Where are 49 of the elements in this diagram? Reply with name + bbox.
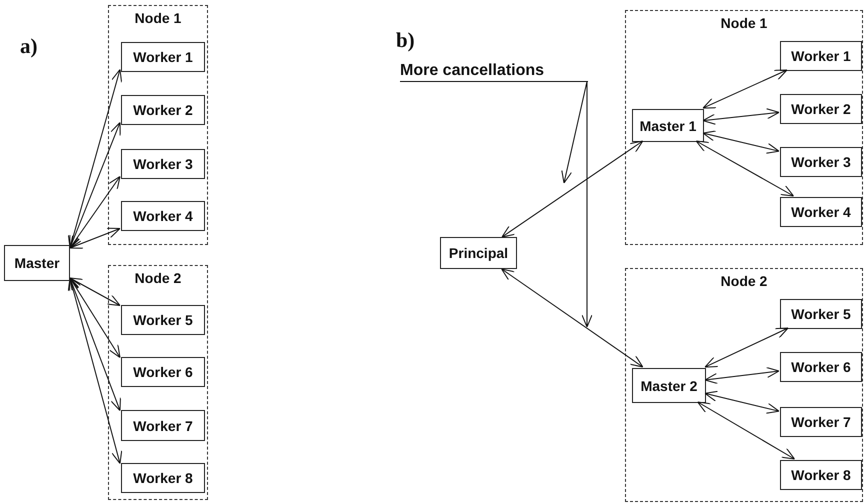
process-box: Worker 2 — [121, 95, 205, 125]
node-group-frame — [108, 265, 208, 500]
panel-label: b) — [396, 28, 415, 53]
arrow — [697, 402, 795, 460]
arrow — [696, 140, 794, 196]
process-box: Worker 4 — [780, 197, 862, 227]
panel-label: a) — [20, 34, 38, 59]
process-box: Worker 4 — [121, 201, 205, 231]
leader-arrow — [582, 81, 592, 328]
process-box: Worker 5 — [121, 305, 205, 335]
arrow — [502, 140, 644, 238]
process-box: Worker 3 — [780, 147, 862, 177]
process-box: Worker 3 — [121, 149, 205, 179]
process-box: Worker 8 — [121, 463, 205, 493]
process-box: Master — [4, 245, 70, 281]
arrow — [704, 366, 780, 384]
arrow — [702, 70, 788, 109]
node-group-frame — [108, 5, 208, 245]
group-title: Node 2 — [134, 270, 182, 286]
node-group-frame — [625, 10, 863, 245]
arrow — [69, 122, 121, 248]
process-box: Worker 6 — [121, 357, 205, 387]
process-box: Worker 7 — [780, 407, 862, 437]
arrow — [704, 390, 780, 414]
arrow — [70, 278, 120, 358]
process-box: Master 2 — [632, 368, 706, 403]
process-box: Master 1 — [632, 109, 704, 142]
leader-arrow — [561, 81, 588, 184]
arrow — [70, 176, 120, 248]
arrow — [702, 108, 780, 125]
group-title: Node 2 — [720, 273, 768, 289]
process-box: Worker 1 — [121, 42, 205, 72]
arrow — [704, 328, 789, 368]
arrow — [702, 130, 780, 154]
arrow — [70, 278, 120, 306]
process-box: Worker 6 — [780, 352, 862, 382]
process-box: Worker 7 — [121, 410, 205, 441]
process-box: Worker 8 — [780, 460, 862, 490]
node-group-frame — [625, 268, 863, 502]
arrow — [69, 278, 121, 412]
arrow — [501, 268, 644, 368]
process-box: Worker 2 — [780, 94, 862, 124]
group-title: Node 1 — [134, 10, 182, 26]
process-box: Worker 5 — [780, 299, 862, 329]
annotation-text: More cancellations — [400, 62, 588, 82]
group-title: Node 1 — [720, 15, 768, 31]
process-box: Worker 1 — [780, 41, 862, 71]
process-box: Principal — [440, 237, 517, 269]
arrow — [70, 228, 120, 249]
